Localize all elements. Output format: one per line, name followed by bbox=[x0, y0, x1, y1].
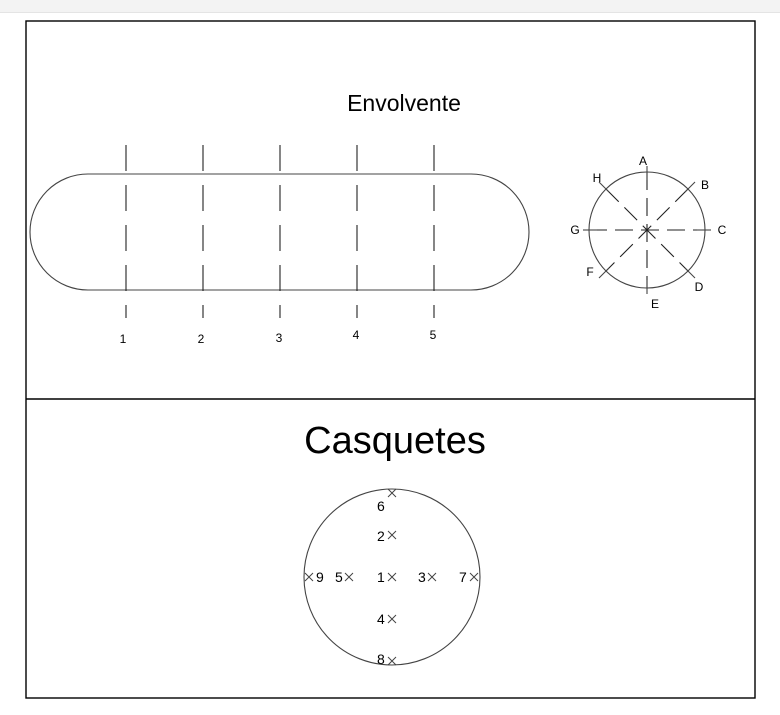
casquetes-title: Casquetes bbox=[304, 420, 486, 462]
point-label-b: B bbox=[701, 178, 709, 192]
head-point-6: 6 bbox=[377, 498, 385, 514]
head-point-3: 3 bbox=[418, 569, 426, 585]
viewer-top-bar bbox=[0, 0, 780, 13]
head-point-7: 7 bbox=[459, 569, 467, 585]
head-point-1: 1 bbox=[377, 569, 385, 585]
head-point-8: 8 bbox=[377, 651, 385, 667]
shell-section-lines bbox=[125, 145, 435, 318]
point-label-e: E bbox=[651, 297, 659, 311]
head-diagram: 1 2 3 4 5 6 7 8 9 bbox=[303, 488, 481, 667]
head-point-2: 2 bbox=[377, 528, 385, 544]
point-label-f: F bbox=[586, 265, 593, 279]
shell-outline bbox=[29, 173, 530, 291]
shell-section-labels: 1 2 3 4 5 bbox=[120, 328, 437, 346]
head-point-5: 5 bbox=[335, 569, 343, 585]
section-label-4: 4 bbox=[353, 328, 360, 342]
marker-6-icon bbox=[387, 488, 397, 498]
envolvente-title: Envolvente bbox=[347, 90, 461, 116]
point-label-a: A bbox=[639, 154, 647, 168]
head-point-4: 4 bbox=[377, 611, 385, 627]
marker-7-icon bbox=[469, 572, 479, 582]
section-label-5: 5 bbox=[430, 328, 437, 342]
head-point-9: 9 bbox=[316, 569, 324, 585]
head-circle bbox=[303, 488, 481, 666]
marker-4-icon bbox=[387, 614, 397, 624]
section-label-1: 1 bbox=[120, 332, 127, 346]
section-label-2: 2 bbox=[198, 332, 205, 346]
head-markers bbox=[304, 488, 479, 666]
shell-cross-section: A B C D E F G H bbox=[570, 154, 726, 311]
cross-section-axes bbox=[589, 172, 705, 288]
marker-8-icon bbox=[387, 656, 397, 666]
point-label-g: G bbox=[570, 223, 579, 237]
marker-1-icon bbox=[387, 572, 397, 582]
drawing-frame bbox=[25, 20, 756, 699]
marker-3-icon bbox=[427, 572, 437, 582]
point-label-c: C bbox=[718, 223, 727, 237]
cross-section-ticks bbox=[583, 166, 711, 294]
point-label-h: H bbox=[593, 171, 602, 185]
point-label-d: D bbox=[695, 280, 704, 294]
marker-5-icon bbox=[344, 572, 354, 582]
marker-2-icon bbox=[387, 530, 397, 540]
marker-9-icon bbox=[304, 572, 314, 582]
section-label-3: 3 bbox=[276, 331, 283, 345]
